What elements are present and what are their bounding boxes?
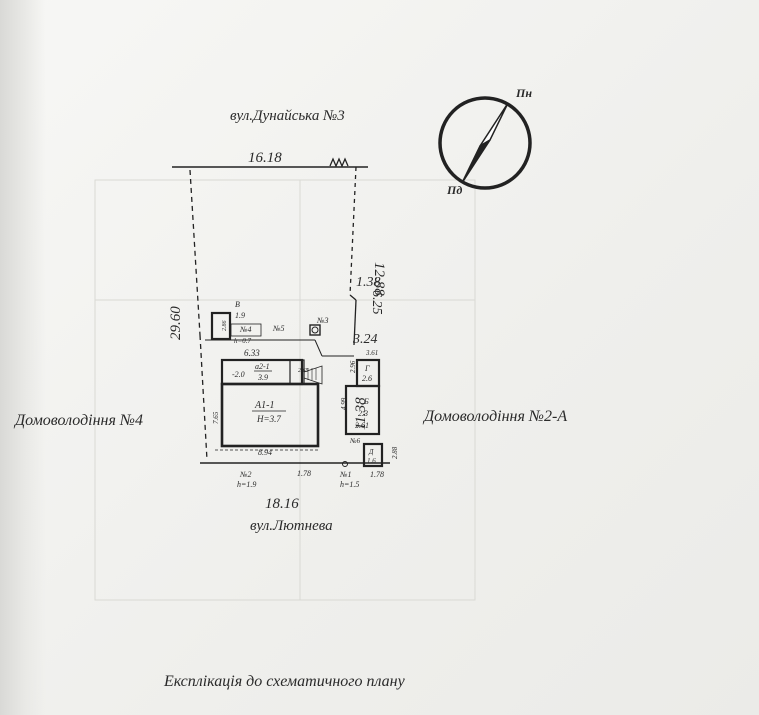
- item-n5: №5: [272, 324, 285, 333]
- dim-right-upper: 12.88: [371, 262, 387, 296]
- dim-right-mid: 6.25: [369, 290, 384, 315]
- boundary-right-mid: [353, 299, 357, 346]
- item-n4: №4: [239, 325, 252, 334]
- yard-items-bottom: №1 h=1.5 №2 h=1.9: [237, 461, 359, 489]
- annex-side: 2.65: [298, 368, 309, 374]
- building-v-side: 2.86: [222, 321, 228, 332]
- compass-needle-north: [479, 102, 509, 147]
- main-height: Н=3.7: [256, 414, 281, 424]
- item-n2-h: h=1.9: [237, 480, 256, 489]
- dim-bottom-total: 18.16: [265, 496, 299, 512]
- building-d-side: 2.88: [391, 446, 399, 459]
- item-n2: №2: [239, 470, 252, 479]
- dim-right-jog: 1.38: [356, 275, 381, 290]
- compass-needle-south: [461, 139, 491, 184]
- item-n1: №1: [339, 470, 352, 479]
- compass: Пн Пд: [438, 86, 532, 197]
- dim-bottom-seg2: 1.78: [370, 470, 384, 479]
- building-g-label: Г: [364, 364, 370, 373]
- building-d-label: Д: [368, 448, 374, 456]
- building-b-bottom: 3.61: [354, 421, 369, 430]
- compass-ring: [438, 96, 532, 190]
- compass-north-label: Пн: [515, 86, 532, 100]
- compass-south-label: Пд: [446, 183, 462, 197]
- annex-left-value: -2.0: [232, 370, 245, 379]
- dim-bottom-seg: 1.78: [297, 469, 311, 478]
- building-g-top: 3.61: [365, 349, 378, 357]
- annex-height: 3.9: [257, 373, 268, 382]
- building-v-label: В: [235, 300, 240, 309]
- boundary-right-upper: [349, 166, 357, 296]
- building-g-side: 2.96: [349, 360, 357, 373]
- annex-label: а2-1: [255, 362, 270, 371]
- item-n4-h: h=0.7: [234, 337, 251, 345]
- dim-top: 16.18: [248, 150, 282, 166]
- plot-boundary: [172, 157, 390, 464]
- explication-heading: Експлікація до схематичного плану: [164, 673, 405, 690]
- neighbor-left-label: Домоволодіння №4: [15, 412, 144, 429]
- item-n6: №6: [349, 437, 361, 445]
- building-main: 6.33 -2.0 а2-1 3.9 2.65 А1-1 Н=3.7 7.65 …: [212, 348, 323, 457]
- dim-right-lower: 11.38: [353, 397, 369, 430]
- building-v: В 1.9 2.86: [210, 300, 245, 341]
- boundary-left-upper: [189, 169, 201, 336]
- boundary-left-lower: [199, 334, 208, 461]
- main-length: 8.94: [258, 448, 272, 457]
- paper-edge: [0, 0, 46, 715]
- main-outline: [220, 382, 320, 448]
- building-g-value: 2.6: [362, 374, 372, 383]
- main-side: 7.65: [212, 411, 220, 424]
- main-width: 6.33: [244, 348, 260, 358]
- building-g: 3.61 Г 2.6 2.96: [349, 349, 381, 388]
- building-d-value: 1.6: [367, 457, 376, 465]
- neighbor-right-label: Домоволодіння №2-А: [424, 408, 568, 425]
- dim-right-mid2: 3.24: [352, 332, 378, 347]
- main-label: А1-1: [254, 400, 274, 411]
- boundary-jog: [349, 294, 357, 301]
- building-b-label: Б: [363, 397, 369, 406]
- item-n3: №3: [316, 316, 329, 325]
- faint-background-lines: [94, 179, 476, 601]
- building-b-value: 2.3: [358, 409, 368, 418]
- dim-left: 29.60: [168, 306, 184, 340]
- building-b: Б 2.3 3.61 4.99: [340, 384, 381, 436]
- street-top-label: вул.Дунайська №3: [230, 108, 345, 124]
- yard-items-top: №4 h=0.7 №5 №3: [230, 316, 329, 345]
- building-d: Д 1.6 2.88 №6: [349, 437, 399, 468]
- item-n3-box: [309, 324, 321, 336]
- boundary-top-fence: [329, 157, 349, 168]
- street-bottom-label: вул.Лютнева: [250, 518, 333, 534]
- item-n1-h: h=1.5: [340, 480, 359, 489]
- building-v-value: 1.9: [235, 311, 245, 320]
- building-b-side: 4.99: [340, 397, 348, 410]
